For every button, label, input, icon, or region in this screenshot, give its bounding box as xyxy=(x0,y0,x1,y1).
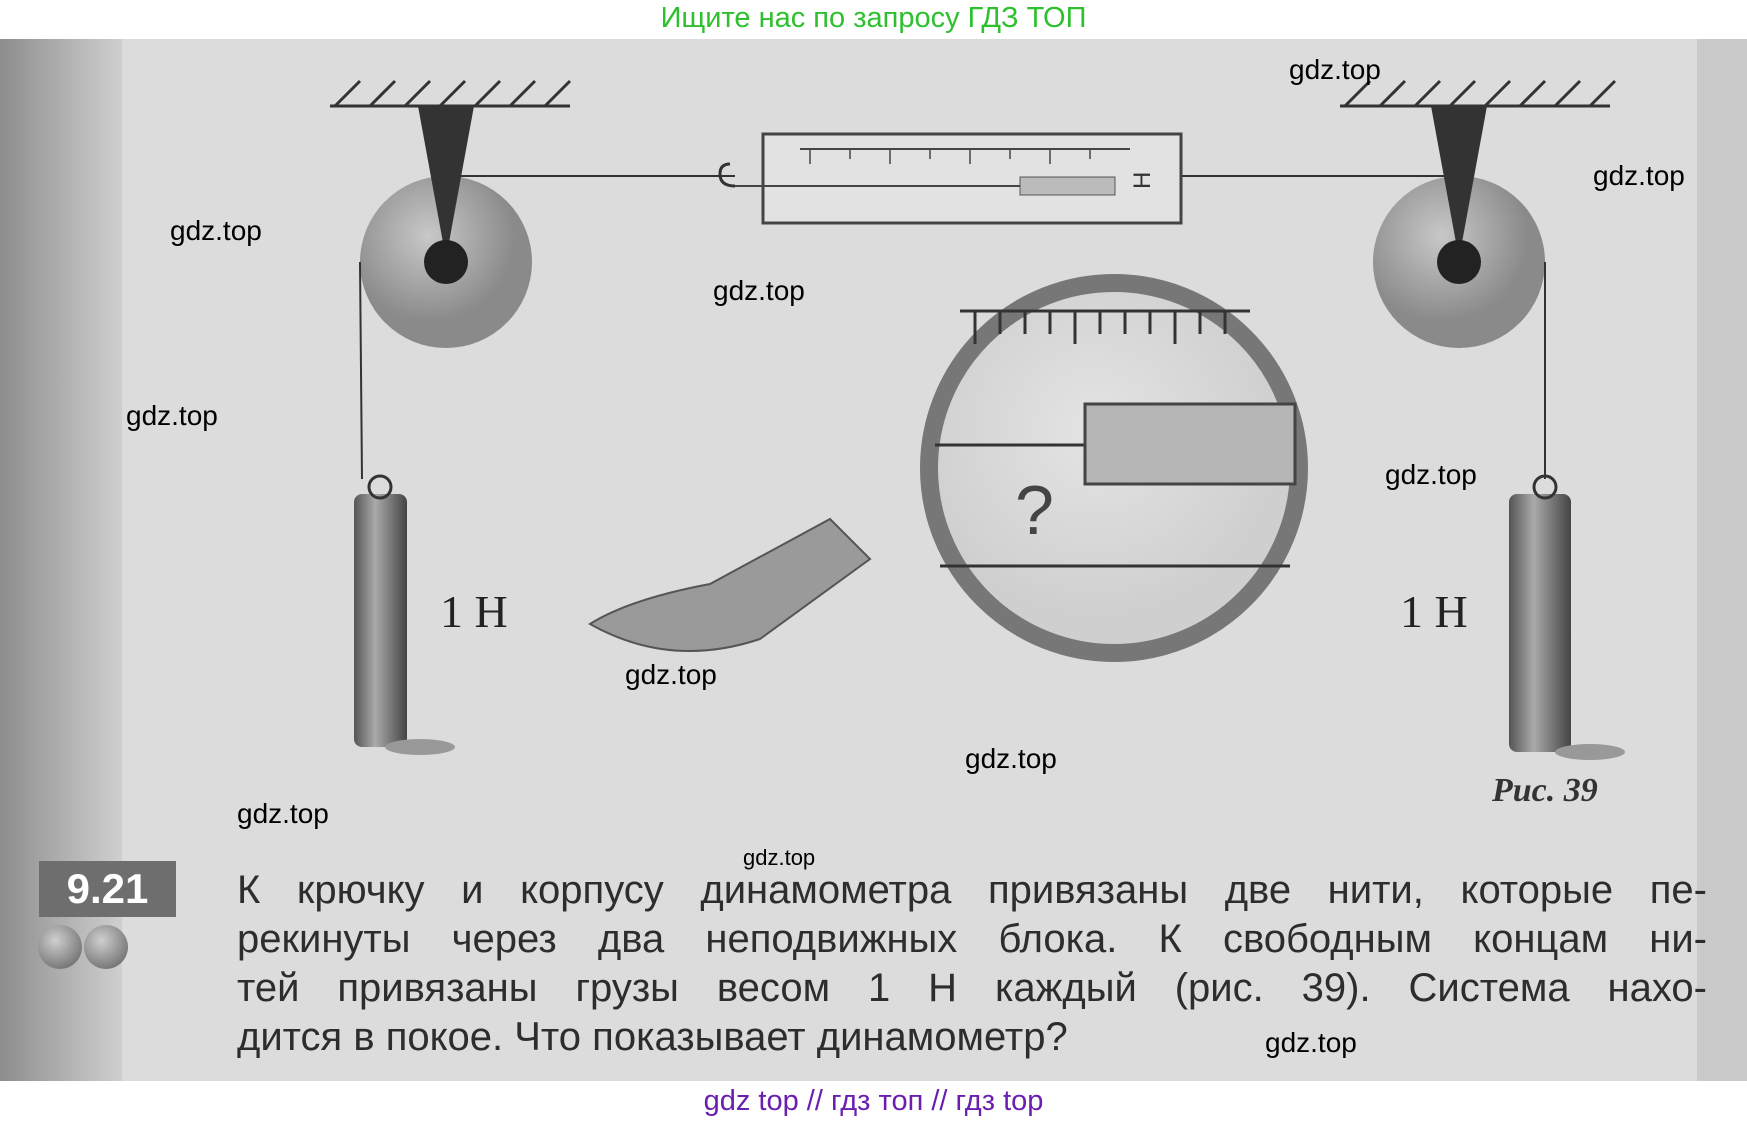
watermark: gdz.top xyxy=(237,798,329,829)
weight-left-label: 1 Н xyxy=(440,586,508,637)
weight-right-label: 1 Н xyxy=(1400,586,1468,637)
weight-right xyxy=(1509,474,1625,760)
watermark: gdz.top xyxy=(1265,1027,1357,1058)
task-line: дится в покое. Что показывает динамометр… xyxy=(237,1015,1068,1059)
ceiling-left xyxy=(330,79,572,108)
task-text: К крючку и корпусу динамометра привязаны… xyxy=(237,866,1707,1062)
watermark: gdz.top xyxy=(170,215,262,246)
watermark: gdz.top xyxy=(1385,459,1477,490)
dynamometer: Н xyxy=(718,132,1183,225)
task-line: рекинуты через два неподвижных блока. К … xyxy=(237,917,1707,961)
weight-left xyxy=(354,474,455,755)
task-line: К крючку и корпусу динамометра привязаны… xyxy=(237,868,1707,912)
task-number-badge: 9.21 xyxy=(39,861,176,917)
pulley-left xyxy=(360,106,532,348)
watermark: gdz.top xyxy=(965,743,1057,774)
question-mark: ? xyxy=(1015,471,1054,549)
difficulty-indicator xyxy=(38,925,130,974)
ceiling-right xyxy=(1340,79,1617,108)
strings xyxy=(359,175,1546,480)
watermark: gdz.top xyxy=(713,275,805,306)
watermark: gdz.top xyxy=(625,659,717,690)
watermark: gdz.top xyxy=(126,400,218,431)
pulley-right xyxy=(1373,106,1545,348)
scale-unit-label: Н xyxy=(1129,172,1156,189)
figure-caption: Рис. 39 xyxy=(1492,772,1598,809)
difficulty-dot xyxy=(38,925,82,969)
watermark: gdz.top xyxy=(1289,54,1381,85)
bottom-banner: gdz top // гдз топ // гдз top xyxy=(703,1085,1044,1117)
figure-39-dynamometer: Н ? xyxy=(330,79,1625,760)
magnifier: ? xyxy=(588,274,1308,662)
task-line: тей привязаны грузы весом 1 Н каждый (ри… xyxy=(237,966,1707,1010)
difficulty-dot xyxy=(84,925,128,969)
watermark: gdz.top xyxy=(1593,160,1685,191)
page-right-edge xyxy=(1697,39,1747,1081)
watermark: gdz.top xyxy=(743,845,816,870)
top-banner: Ищите нас по запросу ГДЗ ТОП xyxy=(660,2,1087,34)
